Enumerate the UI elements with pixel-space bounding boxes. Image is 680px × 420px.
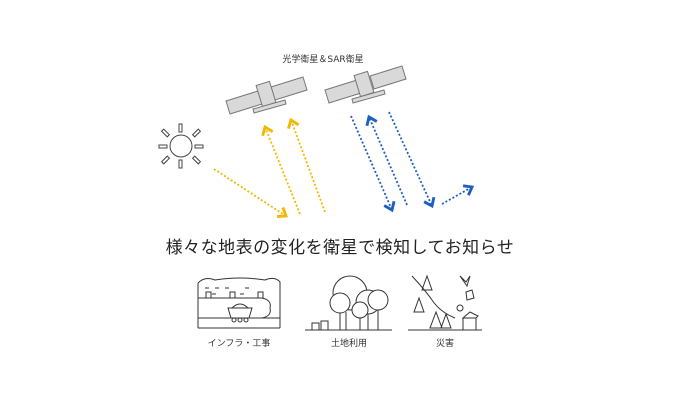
trees-land-use-icon (305, 275, 392, 331)
landslide-disaster-icon (408, 274, 482, 331)
sun-icon (158, 123, 204, 169)
optical-light-arrows (213, 117, 326, 219)
sar-satellite-icon (324, 65, 407, 104)
headline: 様々な地表の変化を衛星で検知してお知らせ (165, 238, 515, 258)
sar-radar-arrows (350, 111, 475, 213)
satellites-label: 光学衛星＆SAR衛星 (282, 55, 364, 65)
category-label-infrastructure: インフラ・工事 (207, 339, 271, 349)
optical-satellite-icon (225, 76, 308, 115)
tunnel-construction-icon (197, 277, 281, 329)
category-label-disaster: 災害 (435, 339, 454, 349)
category-label-land-use: 土地利用 (330, 339, 367, 349)
